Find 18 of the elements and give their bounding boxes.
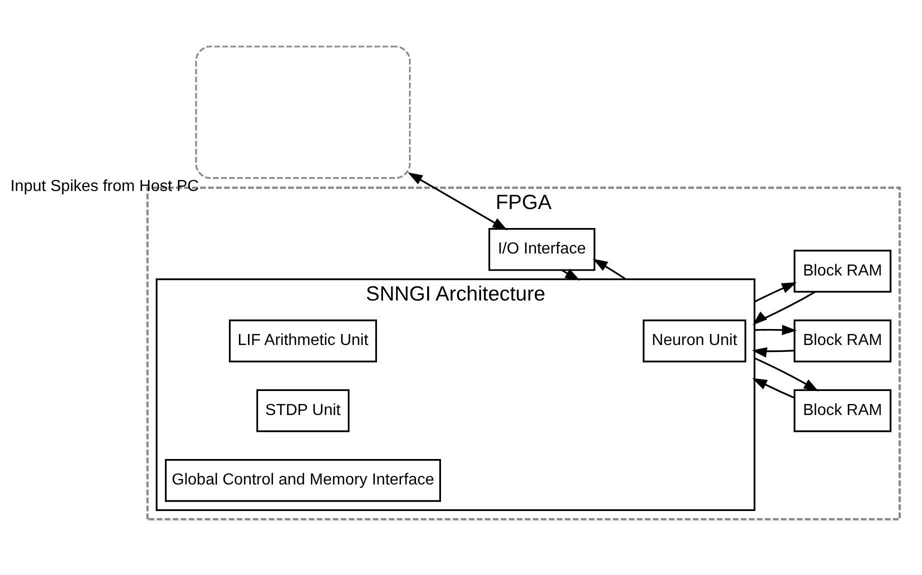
- arrow: [754, 357, 819, 392]
- node-box: STDP Unit: [256, 389, 350, 432]
- node-box: Block RAM: [794, 250, 892, 293]
- node-box: [195, 46, 411, 179]
- arrow: [754, 282, 797, 303]
- arrow: [408, 172, 508, 230]
- arrow: [752, 378, 795, 399]
- node-box: Neuron Unit: [642, 320, 746, 362]
- node-box: I/O Interface: [488, 228, 596, 271]
- node-box: LIF Arithmetic Unit: [228, 320, 377, 362]
- node-box: Block RAM: [794, 389, 892, 432]
- arrow: [752, 291, 816, 326]
- node-box: Block RAM: [794, 320, 892, 362]
- arrow: [561, 268, 580, 280]
- arrow: [592, 258, 626, 280]
- arrow: [754, 324, 797, 336]
- arrow: [752, 347, 794, 358]
- node-box: Global Control and Memory Interface: [164, 458, 441, 502]
